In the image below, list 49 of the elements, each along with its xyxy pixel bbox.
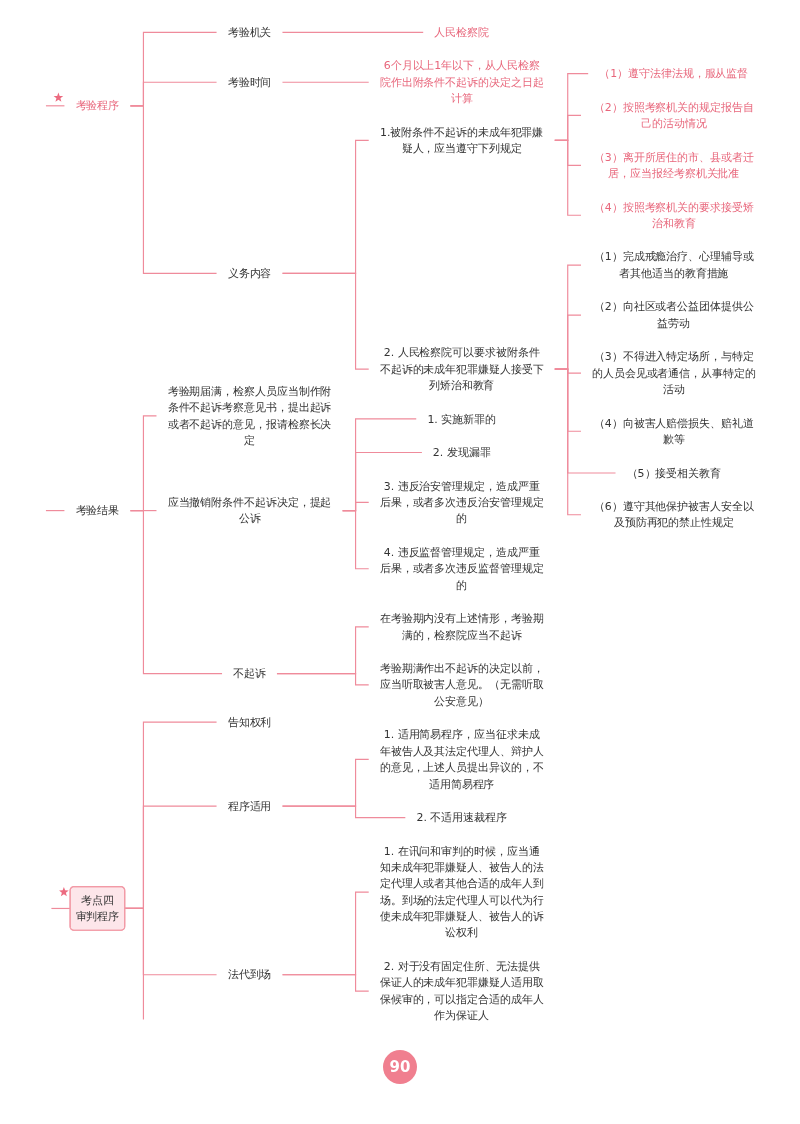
- node-text: 1.被附条件不起诉的未成年犯罪嫌疑人，应当遵守下列规定: [380, 125, 544, 155]
- connector: [342, 510, 370, 570]
- connector: [282, 81, 370, 83]
- connector: [129, 510, 224, 675]
- page-number: 90: [383, 1050, 417, 1084]
- node-text: （6）遵守其他保护被害人安全以及预防再犯的禁止性规定: [594, 499, 755, 529]
- node-text: 2. 对于没有固定住所、无法提供保证人的未成年犯罪嫌疑人适用取保候审的，可以指定合适的成年人作为保证人: [380, 959, 544, 1022]
- node-text: （3）不得进入特定场所，与特定的人员会见或者通信，从事特定的活动: [592, 350, 757, 396]
- node-text: 考验时间: [228, 75, 272, 89]
- connector: [45, 105, 66, 107]
- node-text: 考验程序: [75, 99, 120, 112]
- node-text: 4. 违反监督管理规定，造成严重后果，或者多次违反监督管理规定的: [380, 545, 544, 591]
- node-text: 1. 在讯问和审判的时候，应当通知未成年犯罪嫌疑人、被告人的法定代理人或者其他合适的成年人到场。到场的法定代理人可以代为行使未成年犯罪嫌疑人、被告人的诉讼权利: [380, 844, 544, 939]
- node-text: 1. 适用简易程序，应当征求未成年被告人及其法定代理人、辩护人的意见，上述人员提出异议的，不适用简易程序: [380, 728, 544, 790]
- connector: [554, 139, 582, 216]
- connector: [282, 974, 370, 992]
- node-text: （2）按照考察机关的规定报告自己的活动情况: [594, 100, 755, 130]
- node-text: 6个月以上1年以下，从人民检察院作出附条件不起诉的决定之日起计算: [380, 59, 544, 105]
- node-text: 法代到场: [228, 968, 272, 981]
- node-text: 考验结果: [75, 504, 120, 517]
- connector: [282, 31, 425, 33]
- node-text: 在考验期内没有上述情形，考验期满的，检察院应当不起诉: [380, 612, 544, 641]
- node-text: 2. 发现漏罪: [433, 445, 491, 459]
- node-text: （1）完成戒瘾治疗、心理辅导或者其他适当的教育措施: [594, 250, 755, 280]
- node-text: 应当撤销附条件不起诉决定，提起公诉: [167, 495, 332, 525]
- node-text: 不起诉: [233, 667, 267, 680]
- node-text: （4）向被害人赔偿损失、赔礼道歉等: [594, 416, 755, 446]
- connector: [276, 673, 370, 686]
- node-text: 考验期届满，检察人员应当制作附条件不起诉考察意见书，提出起诉或者不起诉的意见，报请检察长决定: [167, 384, 332, 447]
- node-text: 2. 人民检察院可以要求被附条件不起诉的未成年犯罪嫌疑人接受下列矫治和教育: [380, 346, 544, 392]
- connector: [282, 805, 407, 819]
- node-text: （1）遵守法律法规，服从监督: [599, 67, 749, 80]
- node-text: （2）向社区或者公益团体提供公益劳动: [594, 300, 755, 330]
- connector: [45, 510, 66, 512]
- node-text: 人民检察院: [434, 25, 490, 39]
- node-text: （5）接受相关教育: [626, 466, 722, 479]
- node-text: 1. 实施新罪的: [427, 412, 497, 425]
- node-text: （3）离开所居住的市、县或者迁居，应当报经考察机关批准: [594, 150, 755, 180]
- node-text: 3. 违反治安管理规定，造成严重后果，或者多次违反治安管理规定的: [380, 479, 544, 525]
- node-text: （4）按照考察机关的要求接受矫治和教育: [594, 200, 755, 230]
- node-text: 程序适用: [228, 799, 272, 813]
- node-text: 义务内容: [228, 266, 272, 280]
- connector: [554, 368, 582, 516]
- node-text: 2. 不适用速裁程序: [416, 810, 508, 824]
- connector: [129, 105, 218, 274]
- node-text: 告知权利: [228, 715, 272, 729]
- node-text: 考验机关: [228, 25, 272, 39]
- node-text: 考验期满作出不起诉的决定以前，应当听取被害人意见。（无需听取公安意见）: [380, 661, 544, 708]
- connector: [282, 272, 370, 370]
